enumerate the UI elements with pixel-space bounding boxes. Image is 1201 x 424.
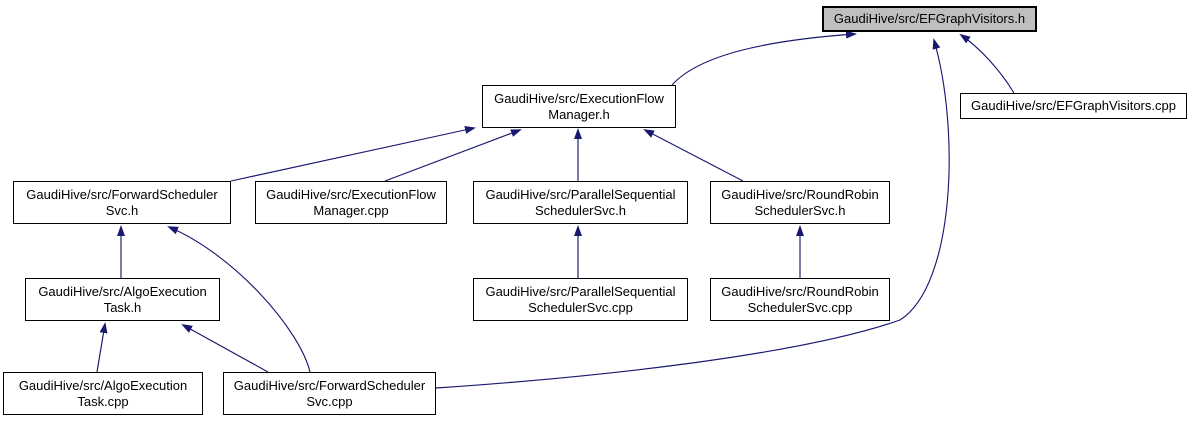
- graph-node-label-line: SchedulerSvc.h: [534, 202, 627, 218]
- edges-group: [96, 30, 1015, 389]
- graph-node-label-line: SchedulerSvc.cpp: [528, 299, 633, 315]
- graph-node-label-line: GaudiHive/src/ParallelSequential: [485, 186, 676, 202]
- graph-node-label-line: GaudiHive/src/RoundRobin: [721, 186, 879, 202]
- graph-node-label-line: GaudiHive/src/ExecutionFlow: [494, 90, 664, 106]
- graph-node-label-line: GaudiHive/src/ParallelSequential: [485, 283, 676, 299]
- graph-node-label-line: GaudiHive/src/RoundRobin: [721, 283, 879, 299]
- edge-executionflowmanager-h-to-efgraphvisitors-h: [671, 30, 857, 86]
- graph-node-label-line: GaudiHive/src/ForwardScheduler: [233, 377, 426, 393]
- graph-node-label-line: GaudiHive/src/ExecutionFlow: [266, 186, 436, 202]
- graph-node-label-line: GaudiHive/src/EFGraphVisitors.h: [833, 11, 1026, 26]
- graph-node-label-line: GaudiHive/src/EFGraphVisitors.cpp: [971, 98, 1176, 113]
- edge-forwardschedulersvc-cpp-to-efgraphvisitors-h: [435, 38, 950, 389]
- edge-algoexecutiontask-cpp-to-algoexecutiontask-h: [96, 322, 108, 373]
- graph-node-label-line: SchedulerSvc.h: [754, 202, 846, 218]
- graph-node-label-line: Task.h: [103, 299, 142, 315]
- graph-node-efgraphvisitors-cpp[interactable]: GaudiHive/src/EFGraphVisitors.cpp: [960, 93, 1187, 119]
- edge-executionflowmanager-cpp-to-executionflowmanager-h: [384, 129, 522, 182]
- graph-node-label-line: Svc.cpp: [306, 393, 353, 409]
- graph-node-label-line: Svc.h: [105, 202, 139, 218]
- graph-node-label-line: GaudiHive/src/AlgoExecution: [18, 377, 188, 393]
- edge-roundrobinschedulersvc-h-to-executionflowmanager-h: [643, 129, 744, 182]
- edge-efgraphvisitors-cpp-to-efgraphvisitors-h: [959, 33, 1015, 94]
- graph-node-efgraphvisitors-h: GaudiHive/src/EFGraphVisitors.h: [822, 6, 1037, 32]
- graph-node-label-line: Manager.h: [548, 106, 610, 122]
- graph-node-label-line: GaudiHive/src/ForwardScheduler: [26, 186, 218, 202]
- graph-node-label-line: Task.cpp: [77, 393, 129, 409]
- graph-node-label-line: GaudiHive/src/AlgoExecution: [38, 283, 207, 299]
- edge-forwardschedulersvc-cpp-to-algoexecutiontask-h: [181, 324, 269, 373]
- graph-node-label-line: Manager.cpp: [313, 202, 389, 218]
- edge-forwardschedulersvc-h-to-executionflowmanager-h: [230, 126, 476, 182]
- graph-node-label-line: SchedulerSvc.cpp: [747, 299, 853, 315]
- edge-forwardschedulersvc-cpp-to-forwardschedulersvc-h: [167, 226, 311, 373]
